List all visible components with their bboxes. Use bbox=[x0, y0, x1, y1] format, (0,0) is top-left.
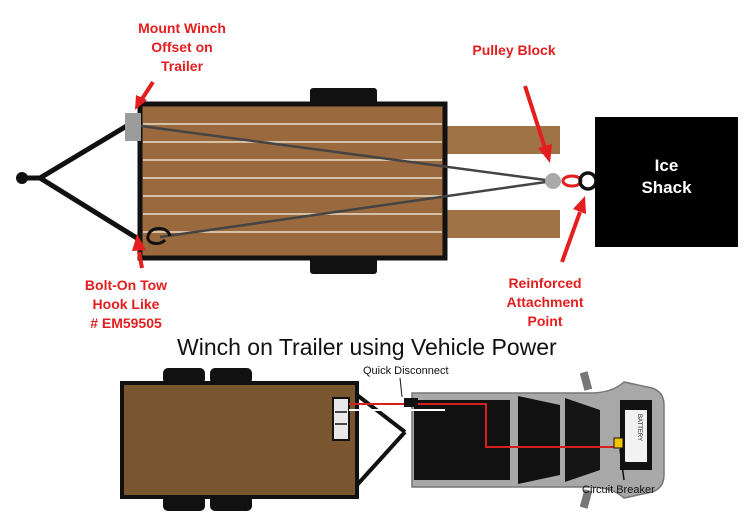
trailer-deck bbox=[137, 101, 448, 261]
mount-winch-label: Mount Winch Offset on Trailer bbox=[126, 19, 238, 76]
ramp-lower bbox=[445, 210, 560, 238]
lower-trailer-deck bbox=[120, 381, 359, 499]
lower-tire-2 bbox=[210, 368, 252, 384]
tow-hook bbox=[146, 227, 172, 245]
ice-shack-label: Ice Shack bbox=[615, 155, 718, 199]
mount-winch-line-1: Mount Winch bbox=[138, 20, 226, 36]
tow-hook-label: Bolt-On Tow Hook Like # EM59505 bbox=[66, 276, 186, 333]
quick-disconnect bbox=[404, 398, 418, 407]
attachment-line-2: Attachment bbox=[506, 294, 584, 310]
bottom-title: Winch on Trailer using Vehicle Power bbox=[177, 334, 557, 360]
ice-shack-line-2: Shack bbox=[641, 178, 692, 197]
tow-vehicle bbox=[411, 371, 665, 509]
circuit-breaker-label: Circuit Breaker bbox=[582, 484, 655, 496]
attachment-line-3: Point bbox=[527, 313, 563, 329]
winch-mount bbox=[125, 113, 141, 141]
trailer-tongue bbox=[24, 115, 142, 243]
battery-label: BATTERY bbox=[636, 414, 642, 442]
lower-winch bbox=[332, 397, 350, 441]
lower-trailer-tongue bbox=[355, 393, 407, 487]
tow-hook-line-2: Hook Like bbox=[92, 296, 160, 312]
circuit-breaker-part bbox=[613, 437, 624, 449]
hitch-coupler bbox=[16, 172, 28, 184]
winch-cable bbox=[140, 124, 554, 239]
quick-disconnect-label: Quick Disconnect bbox=[363, 365, 449, 377]
attachment-line-1: Reinforced bbox=[508, 275, 582, 291]
attachment-point-label: Reinforced Attachment Point bbox=[486, 274, 604, 331]
mount-winch-line-2: Offset on bbox=[151, 39, 213, 55]
pulley-block bbox=[545, 173, 561, 189]
battery-box bbox=[625, 410, 647, 462]
tow-hook-line-1: Bolt-On Tow bbox=[84, 277, 168, 293]
callout-arrows bbox=[132, 80, 586, 269]
tow-hook-line-3: # EM59505 bbox=[90, 315, 162, 331]
ice-shack-line-1: Ice bbox=[654, 156, 679, 175]
mount-winch-line-3: Trailer bbox=[160, 58, 204, 74]
ice-shack bbox=[595, 117, 738, 247]
lower-tire-1 bbox=[163, 368, 205, 384]
pulley-block-label: Pulley Block bbox=[472, 42, 556, 58]
